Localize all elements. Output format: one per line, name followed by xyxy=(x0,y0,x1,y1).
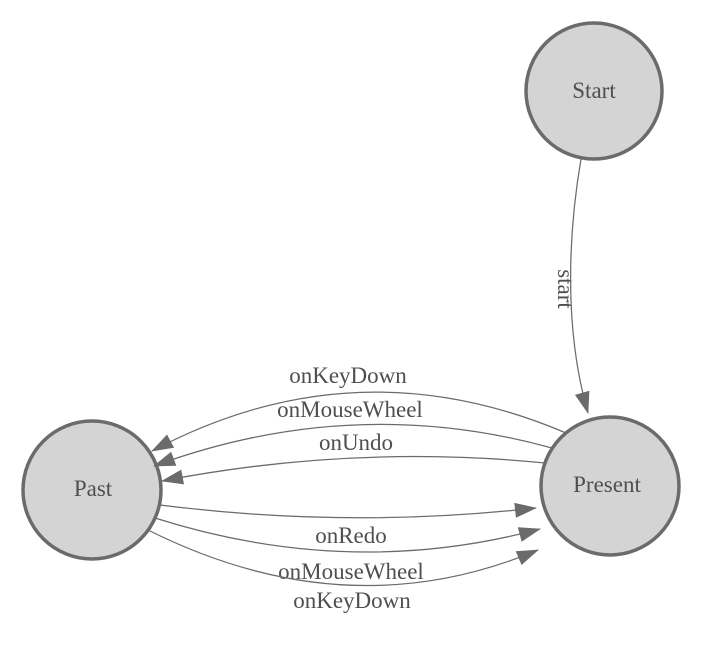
edge-label-onredo: onRedo xyxy=(315,523,387,548)
node-past-label: Past xyxy=(74,476,113,501)
edge-present-to-past-onkeydown xyxy=(151,391,567,452)
edge-past-to-present-onmousewheel xyxy=(154,517,541,553)
edge-past-to-present-onkeydown xyxy=(147,529,539,587)
edge-start-to-present xyxy=(569,158,590,414)
node-start-circle xyxy=(524,21,664,161)
node-present: Present xyxy=(539,415,681,557)
edge-label-start: start xyxy=(553,269,578,309)
edge-present-to-past-onundo xyxy=(161,455,546,485)
node-start-label: Start xyxy=(572,78,616,103)
edge-label-onkeydown-lower: onKeyDown xyxy=(293,588,411,613)
edge-present-to-past-onmousewheel xyxy=(153,423,553,467)
node-present-label: Present xyxy=(573,472,641,497)
edge-label-onmousewheel-upper: onMouseWheel xyxy=(277,397,423,422)
edge-label-onundo: onUndo xyxy=(319,430,393,455)
edge-past-to-present-onredo xyxy=(159,502,537,519)
node-past: Past xyxy=(21,419,163,561)
edge-label-onkeydown-upper: onKeyDown xyxy=(289,363,407,388)
node-past-circle xyxy=(21,419,163,561)
node-present-circle xyxy=(539,415,681,557)
edge-label-onmousewheel-lower: onMouseWheel xyxy=(278,559,424,584)
node-start: Start xyxy=(524,21,664,161)
